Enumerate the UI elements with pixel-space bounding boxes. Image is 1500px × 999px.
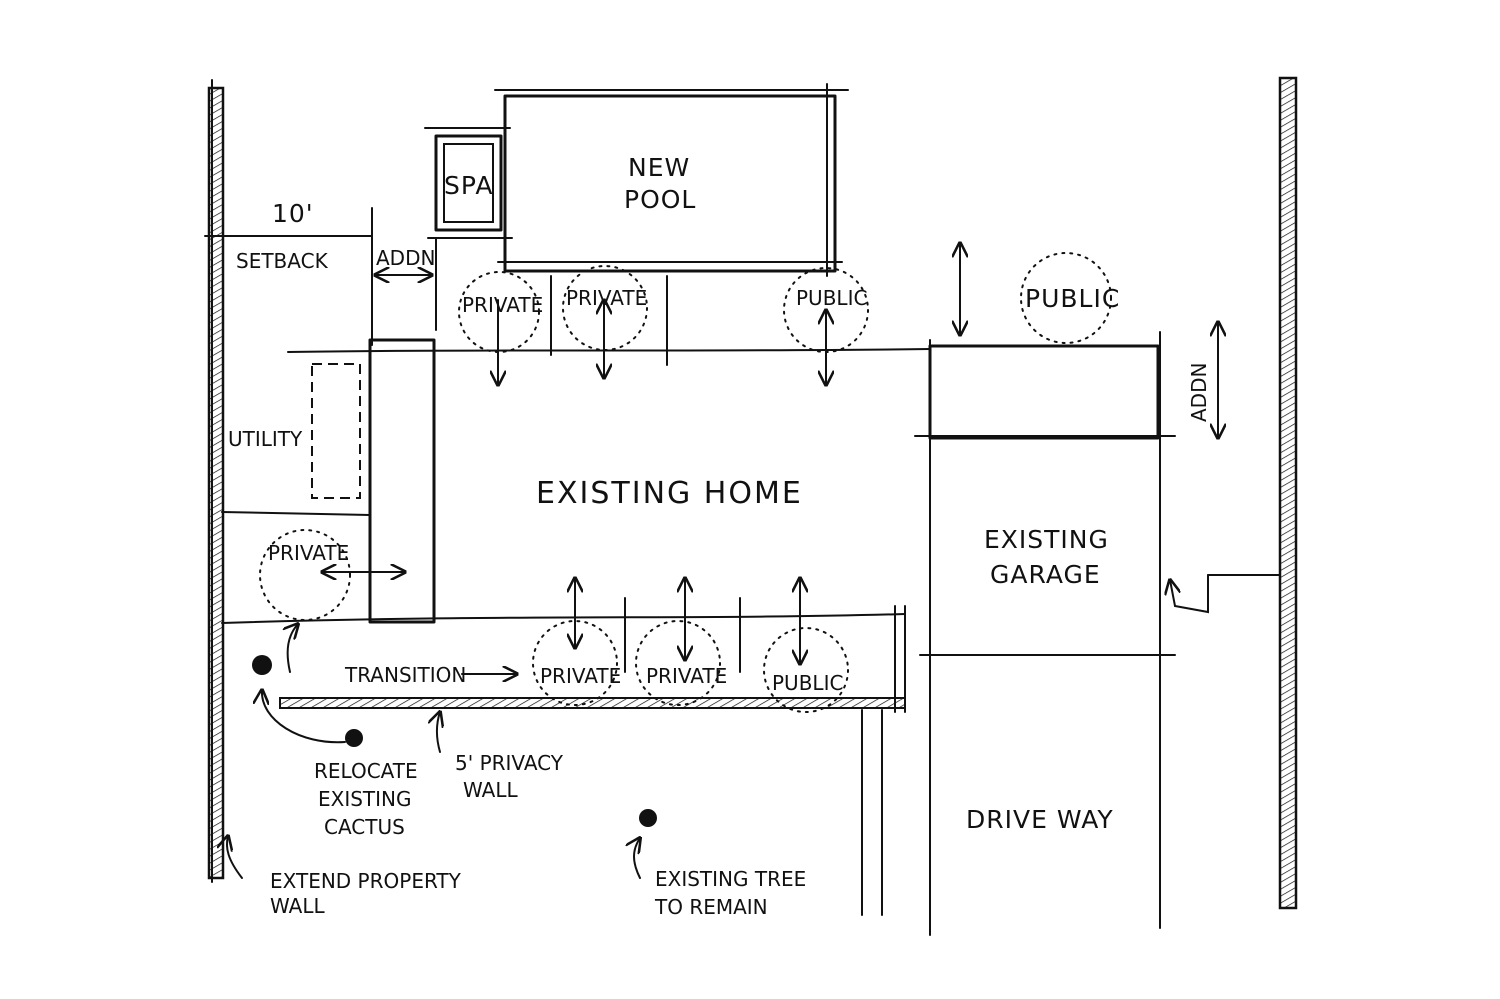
pool-outline bbox=[494, 83, 849, 277]
label-private-court-1: PRIVATE bbox=[540, 664, 621, 688]
cactus-relocated-icon bbox=[345, 729, 363, 747]
label-private-side: PRIVATE bbox=[268, 541, 349, 565]
label-private-court-2: PRIVATE bbox=[646, 664, 727, 688]
label-extend-wall-1: EXTEND PROPERTY bbox=[270, 869, 462, 893]
label-public-garage: PUBLIC bbox=[1025, 284, 1120, 313]
label-utility: UTILITY bbox=[228, 427, 303, 451]
label-relocate-3: CACTUS bbox=[324, 815, 405, 839]
label-public-court: PUBLIC bbox=[772, 671, 843, 695]
right-property-wall bbox=[1278, 76, 1298, 910]
label-privacy-wall-2: WALL bbox=[463, 778, 519, 802]
existing-tree-icon bbox=[639, 809, 657, 827]
label-addn: ADDN bbox=[376, 246, 435, 270]
label-setback-dim: 10' bbox=[272, 199, 314, 228]
label-existing-tree-2: TO REMAIN bbox=[654, 895, 768, 919]
label-relocate-1: RELOCATE bbox=[314, 759, 418, 783]
utility-box bbox=[311, 363, 361, 499]
label-addn-garage: ADDN bbox=[1187, 363, 1211, 422]
cactus-existing-icon bbox=[252, 655, 272, 675]
label-existing-home: EXISTING HOME bbox=[536, 476, 803, 511]
spa-outline bbox=[424, 127, 513, 239]
left-addition bbox=[368, 338, 436, 624]
courtyard-outline bbox=[279, 605, 906, 916]
label-public-pool: PUBLIC bbox=[796, 286, 867, 310]
label-new-pool-1: NEW bbox=[628, 153, 690, 182]
label-new-pool-2: POOL bbox=[624, 185, 696, 214]
label-setback: SETBACK bbox=[236, 249, 329, 273]
label-extend-wall-2: WALL bbox=[270, 894, 326, 918]
label-existing-garage-2: GARAGE bbox=[990, 560, 1101, 589]
home-outline bbox=[221, 331, 1176, 936]
circulation-arrows bbox=[227, 243, 1281, 879]
label-existing-garage-1: EXISTING bbox=[984, 525, 1109, 554]
left-property-wall bbox=[207, 79, 225, 883]
label-spa: SPA bbox=[444, 171, 493, 200]
label-existing-tree-1: EXISTING TREE bbox=[655, 867, 806, 891]
label-privacy-wall-1: 5' PRIVACY bbox=[455, 751, 564, 775]
patio-dividers bbox=[550, 275, 741, 673]
garage-addition bbox=[928, 344, 1160, 440]
label-relocate-2: EXISTING bbox=[318, 787, 412, 811]
label-private-pool-1: PRIVATE bbox=[462, 293, 543, 317]
label-private-pool-2: PRIVATE bbox=[566, 286, 647, 310]
label-driveway: DRIVE WAY bbox=[966, 805, 1114, 834]
label-transition: TRANSITION bbox=[344, 663, 466, 687]
